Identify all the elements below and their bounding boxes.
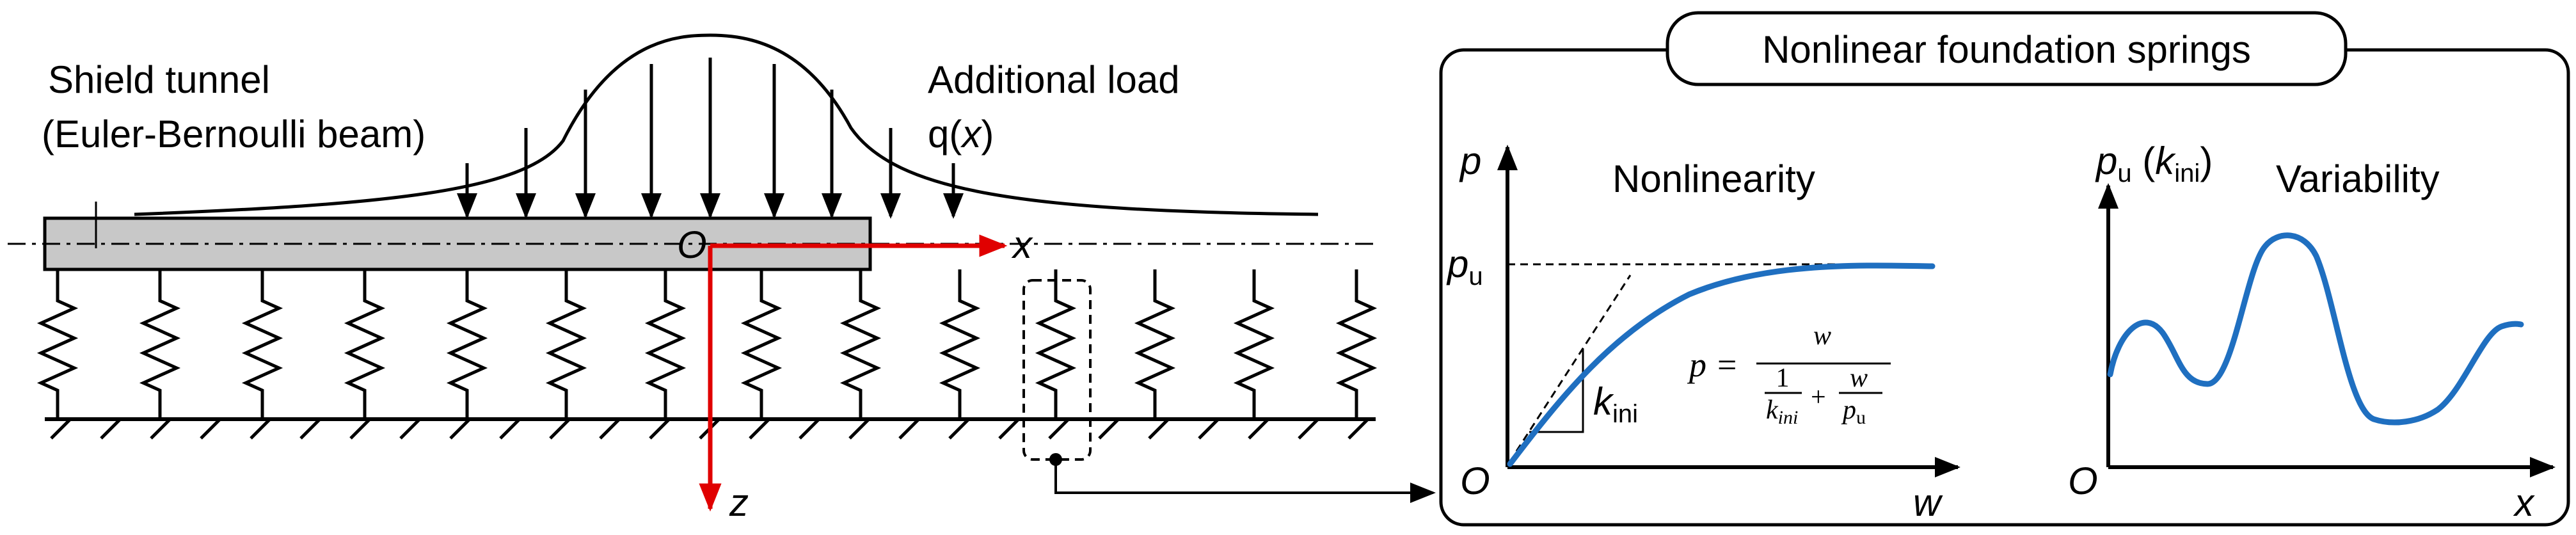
spring (740, 269, 783, 419)
hatch-mark (449, 418, 471, 440)
spring (839, 269, 882, 419)
spring (36, 269, 79, 419)
hatch-mark (1098, 418, 1120, 440)
hatch-mark (499, 418, 521, 440)
hatch-mark (549, 418, 571, 440)
hatch-mark (1198, 418, 1220, 440)
formula-den-w: w (1850, 363, 1868, 393)
foundation-springs (36, 269, 1378, 419)
nonlinearity-y-label: p (1459, 140, 1481, 182)
variability-title: Variability (2276, 157, 2440, 200)
hatch-mark (50, 418, 72, 440)
hatch-mark (948, 418, 970, 440)
variability-y-label: pu (kini) (2095, 140, 2213, 188)
hatch-mark (349, 418, 371, 440)
panel-frame (1439, 48, 2570, 527)
variability-plot: Variability pu (kini) x O (2068, 140, 2556, 524)
hatch-mark (998, 418, 1020, 440)
hatch-mark (1048, 418, 1070, 440)
origin-label: O (677, 223, 707, 266)
formula-plus: + (1811, 383, 1826, 412)
nonlinearity-plot: Nonlinearity p w O pu kini p = w 1 kini … (1446, 140, 1960, 524)
spring-formula: p = w 1 kini + w pu (1687, 321, 1891, 428)
load-label-line2: q(x) (928, 113, 994, 156)
kini-label: kini (1593, 380, 1638, 428)
spring (446, 269, 488, 419)
z-axis-label: z (729, 481, 749, 524)
variability-origin: O (2068, 459, 2098, 502)
load-arrows (457, 58, 964, 219)
ground-hatching (50, 418, 1369, 440)
spring (139, 269, 181, 419)
nonlinearity-origin: O (1460, 459, 1490, 502)
panel-title: Nonlinear foundation springs (1762, 28, 2251, 71)
hatch-mark (599, 418, 621, 440)
spring (344, 269, 386, 419)
nonlinear-springs-panel: Nonlinear foundation springs Nonlinearit… (1439, 11, 2570, 527)
tunnel-model: Shield tunnel (Euler-Bernoulli beam) Add… (8, 33, 1436, 524)
x-axis-label: x (1011, 223, 1033, 266)
hatch-mark (1248, 418, 1269, 440)
hatch-mark (150, 418, 171, 440)
spring (1035, 269, 1077, 419)
initial-stiffness-tangent (1515, 275, 1632, 452)
hatch-mark (100, 418, 122, 440)
hatch-mark (200, 418, 221, 440)
spring (1233, 269, 1275, 419)
spring (644, 269, 687, 419)
spring (241, 269, 283, 419)
nonlinearity-curve (1507, 262, 1936, 467)
hatch-mark (299, 418, 321, 440)
formula-den-pu: pu (1841, 395, 1866, 428)
spring (939, 269, 981, 419)
callout-connector (1054, 459, 1436, 503)
nonlinearity-x-label: w (1913, 481, 1943, 524)
spring (545, 269, 587, 419)
spring (1335, 269, 1378, 419)
hatch-mark (250, 418, 271, 440)
hatch-mark (1148, 418, 1170, 440)
hatch-mark (799, 418, 820, 440)
variability-curve (2107, 232, 2524, 426)
formula-numerator: w (1813, 321, 1831, 351)
hatch-mark (848, 418, 870, 440)
panel-title-box (1666, 11, 2348, 86)
pu-label: pu (1446, 243, 1483, 291)
formula-den-one: 1 (1776, 363, 1790, 393)
hatch-mark (399, 418, 421, 440)
load-distribution-curve (134, 33, 1319, 216)
hatch-mark (749, 418, 770, 440)
tunnel-label-line1: Shield tunnel (48, 58, 270, 101)
variability-x-label: x (2513, 481, 2535, 524)
hatch-mark (1348, 418, 1369, 440)
hatch-mark (649, 418, 671, 440)
hatch-mark (898, 418, 920, 440)
nonlinearity-title: Nonlinearity (1612, 157, 1815, 200)
formula-den-kini: kini (1766, 395, 1798, 428)
formula-lhs: p = (1687, 346, 1738, 384)
load-label-line1: Additional load (928, 58, 1180, 101)
hatch-mark (1298, 418, 1319, 440)
tunnel-label-line2: (Euler-Bernoulli beam) (42, 113, 425, 156)
spring (1134, 269, 1176, 419)
